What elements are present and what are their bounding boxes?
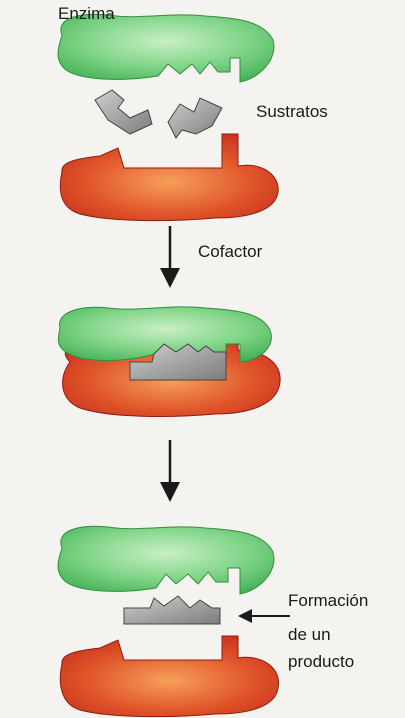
substrates-label: Sustratos: [256, 102, 328, 122]
enzyme-label: Enzima: [58, 4, 115, 24]
enzyme-1: [58, 14, 274, 82]
cofactor-label: Cofactor: [198, 242, 262, 262]
product: [124, 596, 220, 624]
substrate-2: [168, 98, 222, 138]
cofactor-1: [60, 134, 278, 221]
enzyme-3: [58, 526, 274, 594]
arrow-2-head: [160, 482, 180, 502]
product-label-line2: de un: [288, 625, 331, 645]
substrate-1: [95, 90, 152, 134]
arrow-1-head: [160, 268, 180, 288]
product-pointer-head: [238, 609, 252, 623]
product-label-line3: producto: [288, 652, 354, 672]
product-label-line1: Formación: [288, 591, 368, 611]
cofactor-3: [60, 636, 278, 717]
